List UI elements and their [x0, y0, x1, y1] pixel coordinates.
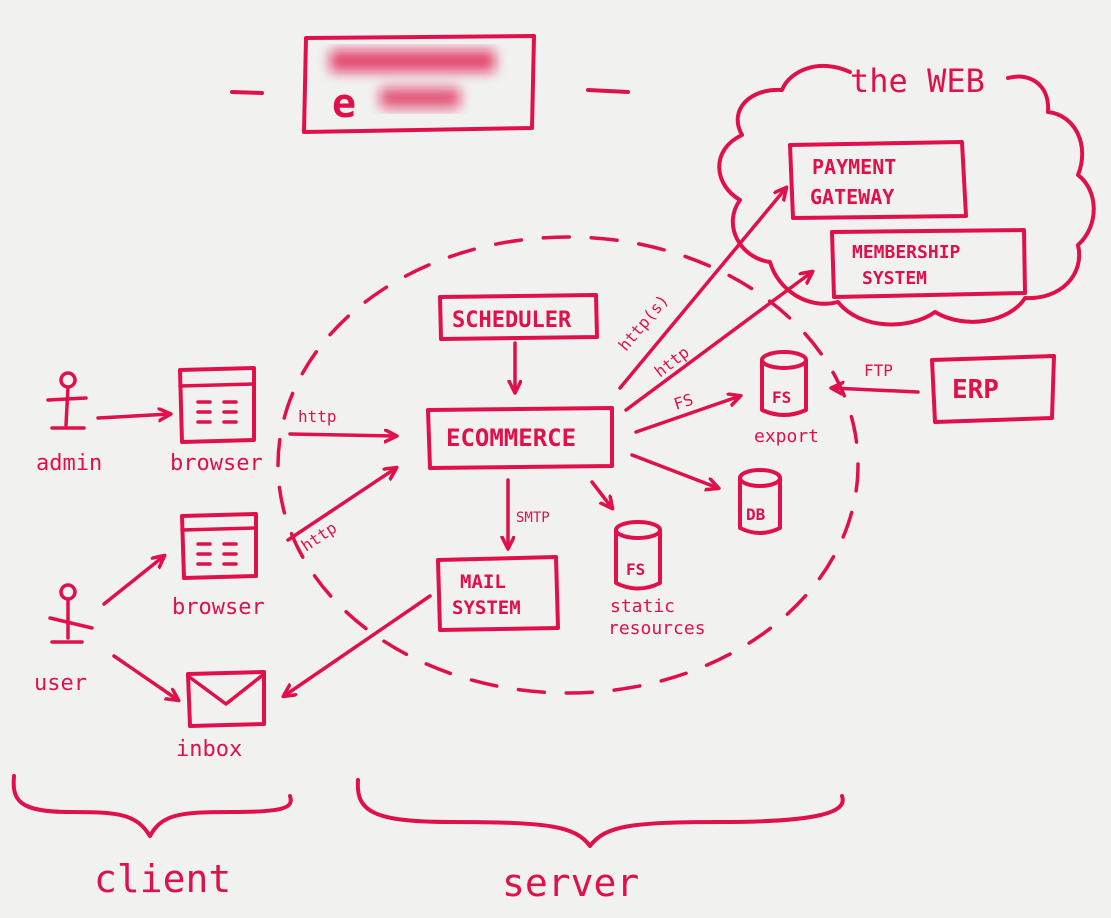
- https-label: http(s): [615, 291, 673, 355]
- cloud-label: the WEB: [850, 62, 985, 100]
- fs-static-label: FS: [626, 560, 645, 579]
- redacted-title: [330, 50, 495, 108]
- mail-to-inbox-arrow: [284, 594, 432, 696]
- admin-actor: admin: [36, 371, 102, 476]
- erp-to-fs-export-arrow: [832, 388, 920, 392]
- admin-http-label: http: [298, 407, 337, 426]
- membership-line2: SYSTEM: [862, 268, 927, 289]
- fs-static-caption2: resources: [608, 618, 706, 639]
- title-visible-letter: e: [332, 81, 356, 127]
- title-box: e: [230, 34, 630, 134]
- ecommerce-label: ECOMMERCE: [446, 424, 576, 452]
- scheduler-label: SCHEDULER: [452, 308, 572, 333]
- ecommerce-to-db-arrow: [630, 453, 718, 488]
- admin-browser-http-arrow: [288, 434, 396, 436]
- client-group-label: client: [94, 857, 231, 901]
- browser-user-label: browser: [172, 595, 265, 620]
- membership-system-node: MEMBERSHIP SYSTEM: [830, 228, 1027, 299]
- user-http-label: http: [298, 518, 341, 555]
- mail-system-line2: SYSTEM: [452, 597, 521, 619]
- fs-static-node: FS static resources: [608, 520, 706, 639]
- db-node: DB: [738, 468, 782, 535]
- browser-user: browser: [172, 512, 265, 620]
- admin-to-browser-arrow: [96, 414, 170, 418]
- mail-system-line1: MAIL: [460, 571, 506, 593]
- server-boundary: [276, 235, 860, 695]
- ecommerce-to-payment-arrow: [618, 188, 786, 390]
- ecommerce-to-fs-export-arrow: [634, 396, 740, 434]
- ecommerce-node: ECOMMERCE: [426, 406, 614, 470]
- erp-node: ERP: [930, 354, 1056, 424]
- web-cloud: the WEB: [717, 62, 1096, 327]
- fs-static-caption1: static: [610, 596, 675, 617]
- admin-label: admin: [36, 451, 102, 476]
- ecommerce-to-membership-arrow: [624, 272, 812, 412]
- payment-gateway-line2: GATEWAY: [810, 185, 894, 209]
- db-label: DB: [746, 505, 766, 524]
- user-to-browser-arrow: [102, 556, 164, 606]
- user-browser-http-arrow: [286, 468, 396, 542]
- fs-export-caption: export: [754, 426, 819, 447]
- payment-gateway-node: PAYMENT GATEWAY: [788, 140, 968, 220]
- ecommerce-to-fs-static-arrow: [590, 480, 612, 508]
- browser-admin: browser: [170, 366, 263, 476]
- smtp-label: SMTP: [516, 510, 550, 526]
- mail-system-node: MAIL SYSTEM: [436, 555, 560, 632]
- erp-label: ERP: [952, 375, 999, 405]
- fs-export-node: FS export: [754, 350, 819, 447]
- user-label: user: [34, 671, 87, 696]
- scheduler-node: SCHEDULER: [438, 293, 599, 341]
- server-brace: [355, 778, 845, 848]
- client-brace: [11, 774, 293, 838]
- inbox-icon: inbox: [176, 670, 266, 762]
- fs-edge-label: FS: [671, 390, 695, 414]
- browser-admin-label: browser: [170, 451, 263, 476]
- payment-gateway-line1: PAYMENT: [812, 155, 896, 179]
- fs-export-label: FS: [772, 388, 791, 407]
- user-to-inbox-arrow: [112, 654, 178, 700]
- ftp-label: FTP: [864, 361, 893, 380]
- user-actor: user: [34, 583, 94, 696]
- inbox-label: inbox: [176, 737, 242, 762]
- server-group-label: server: [502, 861, 639, 905]
- membership-line1: MEMBERSHIP: [852, 242, 961, 263]
